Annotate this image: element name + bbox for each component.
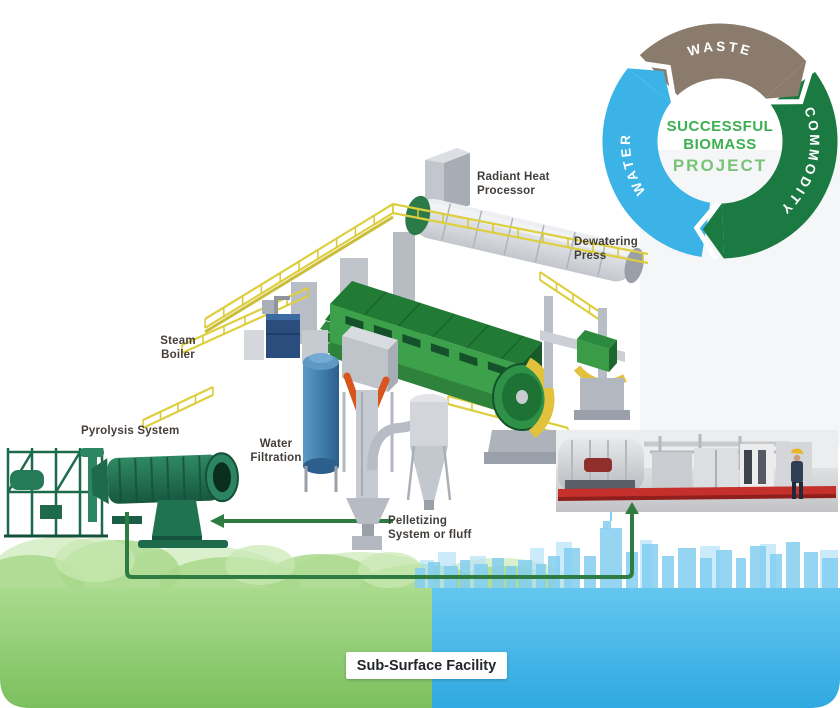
green-ground-band bbox=[0, 588, 432, 708]
drive-unit bbox=[540, 296, 630, 420]
support-wall bbox=[425, 148, 470, 218]
pyrolysis-system-label: Pyrolysis System bbox=[81, 425, 180, 437]
waste-segment-arc bbox=[639, 23, 806, 100]
sub-surface-facility-badge: Sub-Surface Facility bbox=[346, 652, 507, 679]
pelletizing-tower bbox=[342, 326, 452, 550]
dewatering-press-label: Dewatering Press bbox=[574, 236, 638, 263]
sub-surface-facility-label: Sub-Surface Facility bbox=[356, 657, 497, 674]
water-filtration-label: Water Filtration bbox=[250, 438, 302, 465]
waste-arrow-tip bbox=[765, 60, 807, 99]
center-title-line1: SUCCESSFUL bbox=[667, 118, 774, 135]
water-arrow-tip bbox=[627, 68, 672, 103]
worker-figure bbox=[791, 448, 804, 499]
water-filtration-tank bbox=[303, 353, 339, 492]
pyrolysis-system bbox=[4, 448, 239, 548]
cycle-ring-diagram: WASTE COMMODITY WATER SUCCESSFUL BIOMASS… bbox=[602, 23, 838, 261]
water-segment-arc bbox=[602, 68, 712, 258]
center-title-line2: BIOMASS bbox=[683, 136, 757, 153]
city-skyline-silhouette bbox=[415, 510, 838, 598]
blue-ground-band bbox=[432, 588, 840, 708]
commodity-arrow-tip bbox=[702, 203, 725, 259]
center-title-line3: PROJECT bbox=[673, 156, 767, 175]
radiant-heat-processor-label: Radiant Heat Processor bbox=[477, 171, 550, 198]
factory-illustration bbox=[142, 148, 649, 550]
commodity-segment-arc bbox=[721, 71, 838, 259]
dewatering-press-photo bbox=[556, 430, 838, 512]
steam-boiler-label: Steam Boiler bbox=[160, 335, 196, 362]
flow-loop-to-facility bbox=[125, 502, 639, 579]
pelletizing-label: Pelletizing System or fluff bbox=[388, 515, 472, 542]
